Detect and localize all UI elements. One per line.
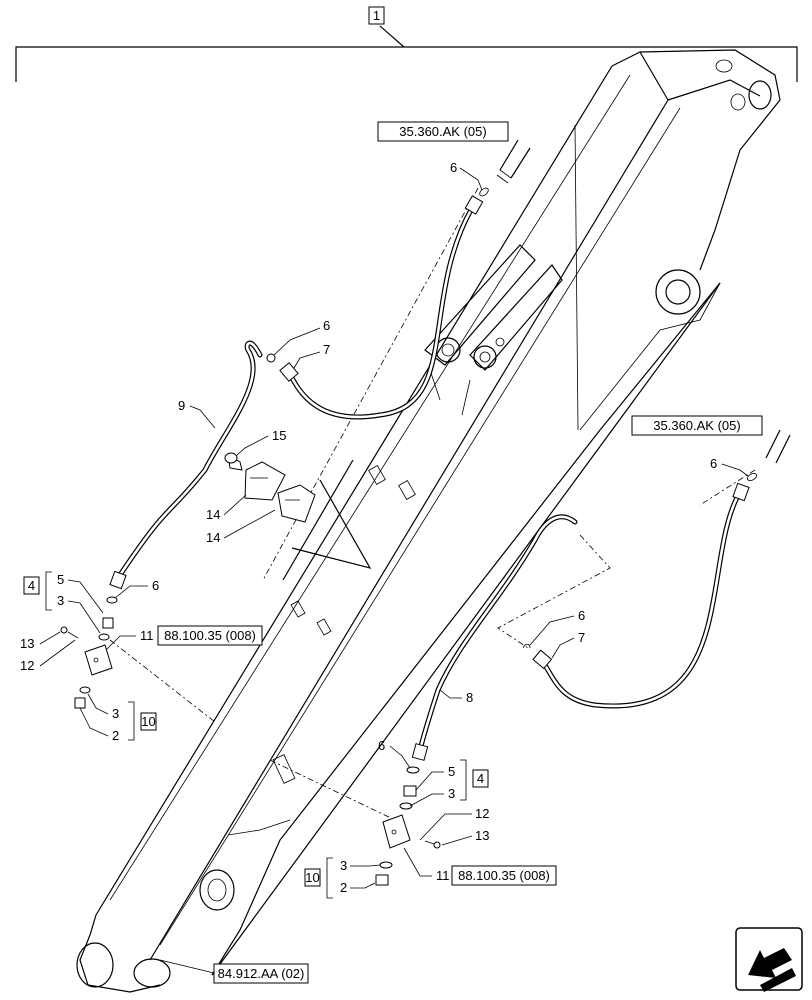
top-hose-assembly (266, 139, 531, 420)
callout-l-plug-3: 3 (112, 706, 119, 721)
assembly-bracket: 1 (15, 6, 798, 82)
right-hose-assembly (522, 429, 791, 709)
callout-l-13: 13 (20, 636, 34, 651)
callout-r-oring-top: 6 (710, 456, 717, 471)
callout-r-11: 11 (436, 868, 450, 883)
right-fitting-kit-label: 4 (477, 771, 484, 786)
ref-hose-supply-top-label: 35.360.AK (05) (399, 124, 486, 139)
ref-block-right-label: 88.100.35 (008) (458, 868, 550, 883)
assembly-ref: 1 (373, 8, 380, 23)
left-valve-block (60, 596, 118, 709)
callout-l-11: 11 (140, 628, 154, 643)
callout-r-kit-5: 5 (448, 764, 455, 779)
ref-hose-supply-right[interactable]: 35.360.AK (05) (631, 415, 763, 436)
ref-boom-label: 84.912.AA (02) (218, 966, 305, 981)
callout-top-hose: 7 (323, 342, 330, 357)
boom-drawing (76, 49, 781, 993)
clamp-assembly (224, 452, 316, 523)
callout-clamp-b: 14 (206, 530, 220, 545)
callout-top-oring2: 6 (323, 318, 330, 333)
ref-boom[interactable]: 84.912.AA (02) (159, 959, 309, 984)
right-tube (411, 514, 578, 761)
callout-r-oring-mid: 6 (578, 608, 585, 623)
ref-block-left[interactable]: 88.100.35 (008) (157, 625, 263, 646)
callout-l-kit-3: 3 (57, 593, 64, 608)
callout-l-12: 12 (20, 658, 34, 673)
right-valve-block (375, 766, 441, 886)
callout-r-12: 12 (475, 806, 489, 821)
callout-l-kit-6: 6 (152, 578, 159, 593)
callout-r-plug-3: 3 (340, 858, 347, 873)
left-tube (109, 340, 263, 590)
ref-block-right[interactable]: 88.100.35 (008) (451, 865, 557, 886)
left-fitting-kit-group: 4 (23, 571, 52, 611)
callout-l-kit-5: 5 (57, 572, 64, 587)
left-plug-kit-label: 10 (141, 714, 155, 729)
callout-r-plug-2: 2 (340, 880, 347, 895)
callout-left-tube: 9 (178, 398, 185, 413)
callout-top-oring: 6 (450, 160, 457, 175)
callout-r-tube: 8 (466, 690, 473, 705)
callout-clamp-a: 14 (206, 507, 220, 522)
left-fitting-kit-label: 4 (28, 578, 35, 593)
ref-hose-supply-right-label: 35.360.AK (05) (653, 418, 740, 433)
callout-r-hose: 7 (578, 630, 585, 645)
previous-page-arrow-icon[interactable] (735, 927, 803, 992)
right-plug-kit-group: 10 (304, 857, 333, 899)
ref-hose-supply-top[interactable]: 35.360.AK (05) (377, 121, 509, 142)
right-fitting-kit-group: 4 (460, 759, 489, 801)
callout-r-kit-6: 6 (378, 738, 385, 753)
ref-block-left-label: 88.100.35 (008) (164, 628, 256, 643)
callout-r-kit-3: 3 (448, 786, 455, 801)
routing-lines (109, 187, 756, 821)
right-plug-kit-label: 10 (305, 870, 319, 885)
callout-r-13: 13 (475, 828, 489, 843)
left-plug-kit-group: 10 (128, 701, 157, 741)
callout-bolt: 15 (272, 428, 286, 443)
callout-l-plug-2: 2 (112, 728, 119, 743)
callouts: 6 6 7 9 15 14 14 5 3 6 13 12 11 3 2 6 6 (20, 160, 749, 895)
